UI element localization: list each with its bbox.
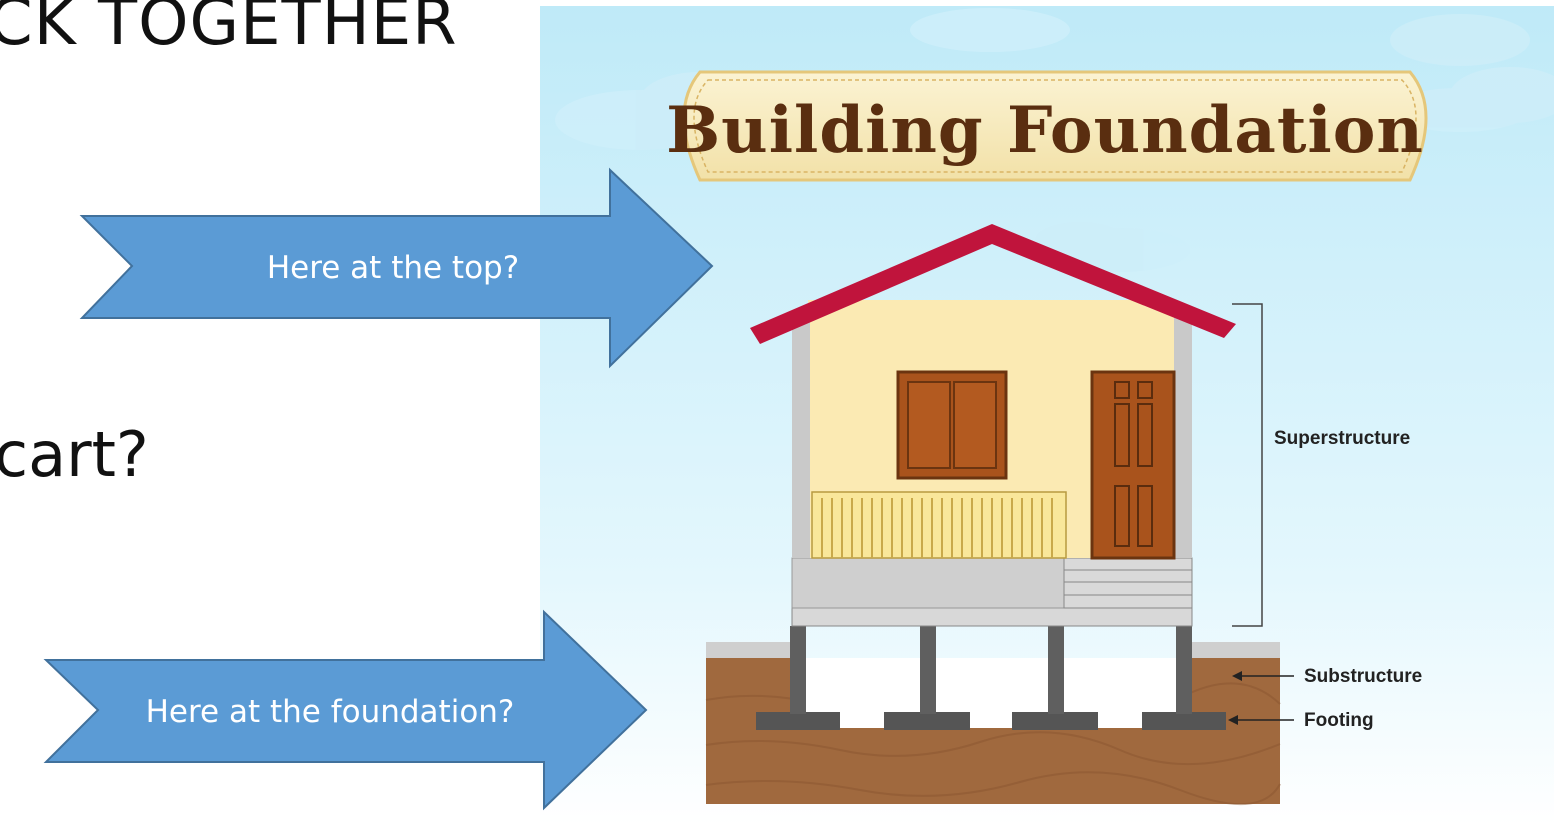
wall-post-right: [1174, 316, 1192, 558]
arrow-top: Here at the top?: [79, 167, 714, 369]
arrow-top-shape: [79, 167, 714, 369]
ground-slab-left: [706, 642, 796, 658]
arrow-bottom-label: Here at the foundation?: [146, 694, 515, 730]
label-footing: Footing: [1304, 710, 1374, 731]
superstructure-bracket: [1232, 303, 1263, 627]
plinth-beam: [791, 607, 1193, 627]
label-substructure: Substructure: [1304, 666, 1422, 687]
arrow-top-label: Here at the top?: [267, 250, 519, 286]
label-superstructure: Superstructure: [1274, 428, 1410, 449]
arrow-bottom-shape: [43, 609, 648, 811]
window: [896, 370, 1008, 480]
clouds: [555, 8, 1554, 272]
entry-steps: [1063, 557, 1193, 609]
wall-post-left: [792, 316, 810, 558]
arrow-bottom: Here at the foundation?: [43, 609, 648, 811]
substructure-arrowhead: [1232, 671, 1242, 681]
title-banner: Building Foundation: [666, 70, 1428, 182]
building-foundation-illustration: Building Foundation: [540, 6, 1554, 825]
excavation-gap: [806, 658, 1186, 728]
slide-question-text: cart?: [0, 418, 149, 491]
columns: [790, 626, 1192, 714]
porch-railing: [811, 491, 1067, 559]
footings: [756, 712, 1226, 730]
ground: [705, 642, 1281, 806]
slide-title: CK TOGETHER: [0, 0, 458, 60]
ground-slab-right: [1192, 642, 1280, 658]
porch-floor: [791, 557, 1065, 609]
footing-arrowhead: [1228, 715, 1238, 725]
banner-title: Building Foundation: [666, 93, 1424, 168]
door: [1090, 370, 1176, 560]
